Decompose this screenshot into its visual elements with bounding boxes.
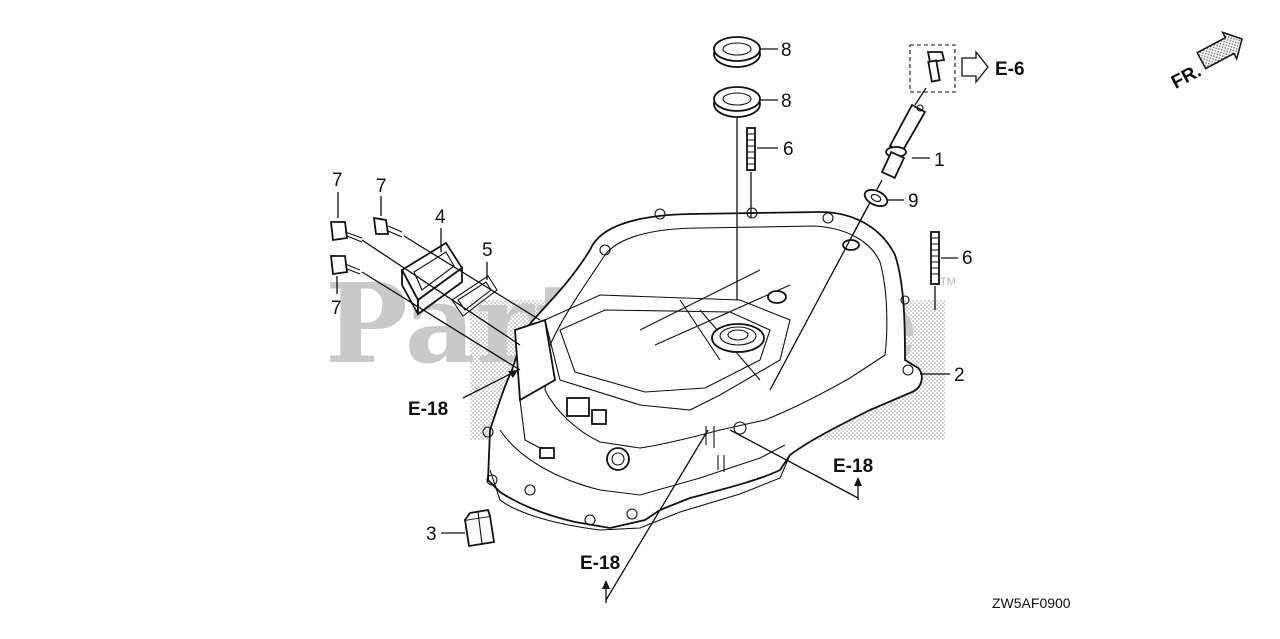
reference-box bbox=[909, 44, 956, 93]
leader-washer-to-case bbox=[849, 205, 869, 241]
callout-3: 3 bbox=[426, 524, 437, 545]
e18-left-leader bbox=[462, 369, 519, 399]
callout-2: 2 bbox=[954, 365, 965, 386]
e18-bottom-arrowhead bbox=[602, 580, 610, 589]
leader-bolt2-to-case bbox=[403, 235, 541, 321]
leader-bolt-to-gauge bbox=[914, 87, 927, 106]
reference-e18-bottom: E-18 bbox=[580, 553, 620, 574]
washer bbox=[863, 188, 889, 208]
e18-right-leader bbox=[729, 429, 859, 499]
stud-bolt-right bbox=[930, 231, 940, 285]
callout-6b: 6 bbox=[962, 248, 973, 269]
reference-e6: E-6 bbox=[995, 59, 1025, 80]
callout-8a: 8 bbox=[781, 40, 792, 61]
e18-right-arrowhead bbox=[854, 477, 862, 486]
callout-1: 1 bbox=[934, 150, 945, 171]
transmission-case bbox=[482, 207, 923, 531]
level-gauge bbox=[880, 103, 927, 180]
front-direction-label: FR. bbox=[1168, 61, 1205, 94]
reference-arrow-icon bbox=[961, 50, 989, 84]
callout-8b: 8 bbox=[781, 91, 792, 112]
flange-bolt-3 bbox=[329, 255, 361, 276]
leader-bolt1-to-case bbox=[361, 239, 521, 346]
flange-bolt-2 bbox=[372, 216, 403, 238]
callout-7a: 7 bbox=[332, 170, 343, 191]
diagram-code: ZW5AF0900 bbox=[992, 595, 1071, 611]
e18-left-arrowhead bbox=[508, 370, 518, 378]
callout-7b: 7 bbox=[376, 176, 387, 197]
bolt-small-ref bbox=[926, 51, 946, 83]
e18-bottom-leader bbox=[605, 429, 709, 601]
stud-bolt-center bbox=[746, 127, 756, 171]
reference-e18-left: E-18 bbox=[408, 399, 448, 420]
oil-seal-lower bbox=[713, 86, 761, 118]
callout-6a: 6 bbox=[783, 139, 794, 160]
callout-9: 9 bbox=[908, 191, 919, 212]
flange-bolt-1 bbox=[329, 221, 363, 243]
leader-bolt3-to-case bbox=[361, 271, 521, 371]
reference-e18-right: E-18 bbox=[833, 456, 873, 477]
clip bbox=[463, 508, 496, 548]
callout-5: 5 bbox=[482, 240, 493, 261]
callout-4: 4 bbox=[435, 207, 446, 228]
oil-seal-upper bbox=[713, 36, 761, 68]
callout-7c: 7 bbox=[331, 298, 342, 319]
side-cover bbox=[400, 241, 464, 316]
front-direction-arrow-icon bbox=[1196, 31, 1243, 70]
watermark-trademark: TM bbox=[940, 276, 956, 288]
